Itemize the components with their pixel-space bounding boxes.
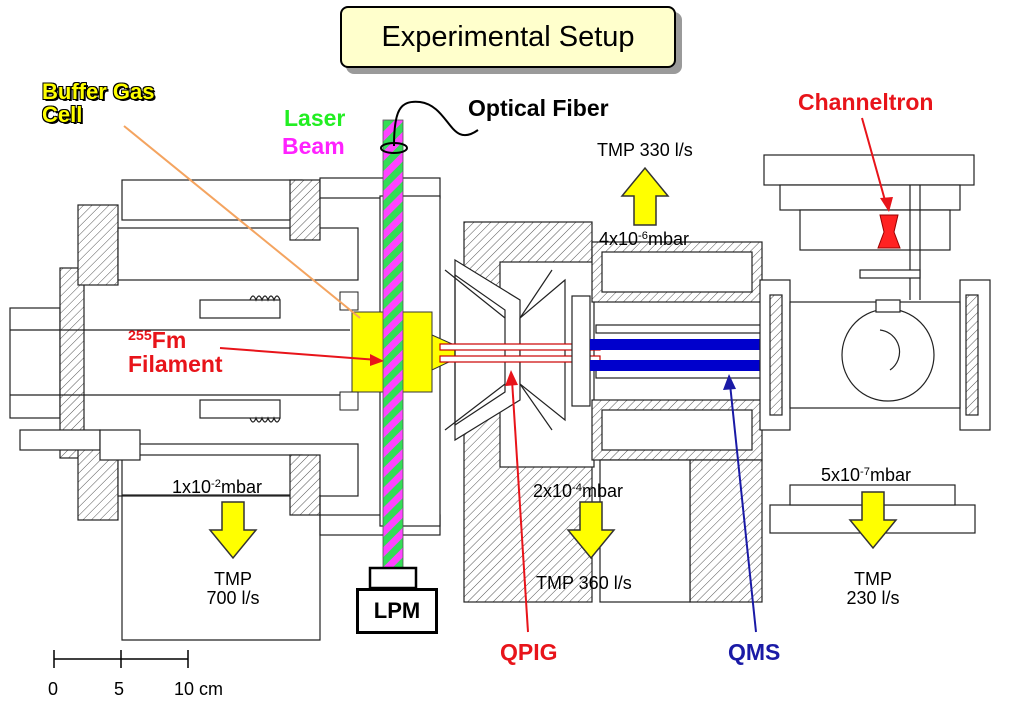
- lpm-label: LPM: [373, 598, 421, 623]
- pointer-channeltron: [861, 117, 893, 212]
- left-chamber: [9, 177, 441, 641]
- tmp-top-label: TMP 330 l/s: [597, 140, 693, 160]
- pointer-qpig: [505, 370, 529, 633]
- qms-rods: [590, 339, 860, 371]
- beam-label: Beam: [282, 133, 345, 159]
- pump-arrow-left: [208, 501, 258, 560]
- scale-tick-0: 0: [48, 679, 59, 699]
- optical-fiber-line: [393, 100, 479, 147]
- pressure-left: 1x10-2mbar: [172, 477, 262, 497]
- fm-filament-label: 255Fm Filament: [128, 327, 223, 378]
- scale-tick-10: 10 cm: [174, 679, 224, 699]
- pointer-buffer-gas-cell: [123, 125, 361, 319]
- qms-label: QMS: [728, 639, 781, 665]
- buffer-gas-cell-text: Buffer Gas Cell: [42, 79, 155, 128]
- scale-tick-5: 5: [114, 679, 125, 699]
- lpm-box: LPM: [356, 588, 438, 634]
- middle-chamber: [439, 221, 857, 603]
- pointer-filament: [219, 347, 384, 366]
- optical-fiber-label: Optical Fiber: [468, 95, 609, 121]
- pump-arrow-top: [620, 166, 670, 226]
- pump-arrow-mid: [566, 501, 616, 560]
- qpig-label: QPIG: [500, 639, 558, 665]
- laser-label: Laser: [284, 105, 346, 131]
- laser-beam: [382, 119, 404, 569]
- title-text: Experimental Setup: [381, 20, 635, 53]
- pump-arrow-right: [848, 491, 898, 550]
- title-box: Experimental Setup: [340, 6, 676, 68]
- scale-bar: [53, 650, 189, 668]
- pressure-right: 5x10-7mbar: [821, 465, 911, 485]
- pressure-top: 4x10-6mbar: [599, 229, 689, 249]
- channeltron-cone: [877, 214, 901, 249]
- buffer-gas-cell-label: Buffer Gas Cell: [42, 80, 192, 126]
- pressure-mid: 2x10-4mbar: [533, 481, 623, 501]
- tmp-mid-label: TMP 360 l/s: [536, 573, 632, 593]
- channeltron-label: Channeltron: [798, 89, 934, 115]
- lpm-housing: [368, 566, 418, 590]
- pointer-qms: [723, 374, 757, 633]
